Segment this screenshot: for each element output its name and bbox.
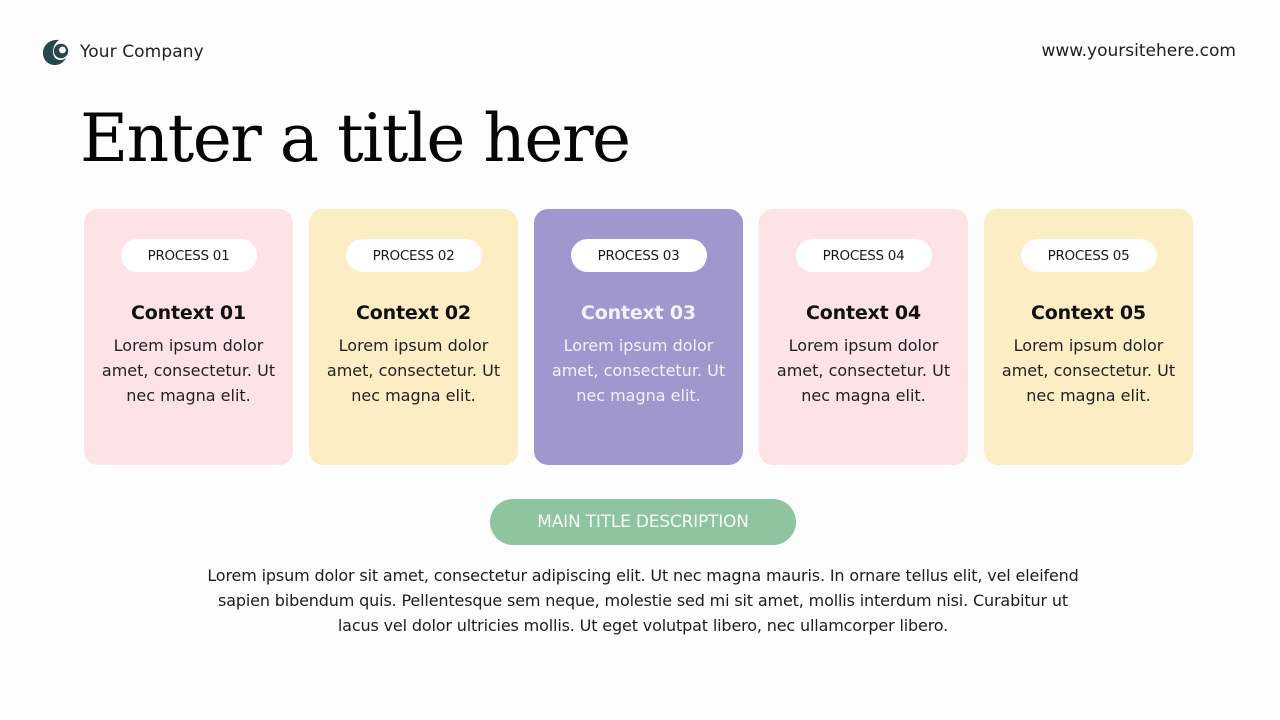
page-title: Enter a title here (80, 100, 631, 177)
card-text: Lorem ipsum dolor amet, consectetur. Ut … (776, 336, 951, 405)
process-pill: PROCESS 02 (345, 239, 482, 272)
process-cards: PROCESS 01 Context 01 Lorem ipsum dolor … (84, 209, 1193, 465)
card-text: Lorem ipsum dolor amet, consectetur. Ut … (551, 336, 726, 405)
company-brand: Your Company (42, 38, 204, 66)
site-url: www.yoursitehere.com (1041, 41, 1236, 61)
process-pill: PROCESS 01 (120, 239, 257, 272)
description-paragraph: Lorem ipsum dolor sit amet, consectetur … (207, 566, 1079, 635)
process-card-4: PROCESS 04 Context 04 Lorem ipsum dolor … (759, 209, 968, 465)
process-pill: PROCESS 05 (1020, 239, 1157, 272)
process-card-5: PROCESS 05 Context 05 Lorem ipsum dolor … (984, 209, 1193, 465)
process-card-2: PROCESS 02 Context 02 Lorem ipsum dolor … (309, 209, 518, 465)
card-title: Context 01 (131, 302, 246, 324)
card-text: Lorem ipsum dolor amet, consectetur. Ut … (326, 336, 501, 405)
card-title: Context 04 (806, 302, 921, 324)
card-text: Lorem ipsum dolor amet, consectetur. Ut … (1001, 336, 1176, 405)
card-title: Context 05 (1031, 302, 1146, 324)
process-pill: PROCESS 03 (570, 239, 707, 272)
card-text: Lorem ipsum dolor amet, consectetur. Ut … (101, 336, 276, 405)
card-title: Context 02 (356, 302, 471, 324)
company-logo-icon (43, 39, 69, 65)
process-card-3: PROCESS 03 Context 03 Lorem ipsum dolor … (534, 209, 743, 465)
company-name: Your Company (80, 42, 204, 62)
card-title: Context 03 (581, 302, 696, 324)
main-title-description-pill: MAIN TITLE DESCRIPTION (490, 499, 796, 545)
process-card-1: PROCESS 01 Context 01 Lorem ipsum dolor … (84, 209, 293, 465)
process-pill: PROCESS 04 (795, 239, 932, 272)
